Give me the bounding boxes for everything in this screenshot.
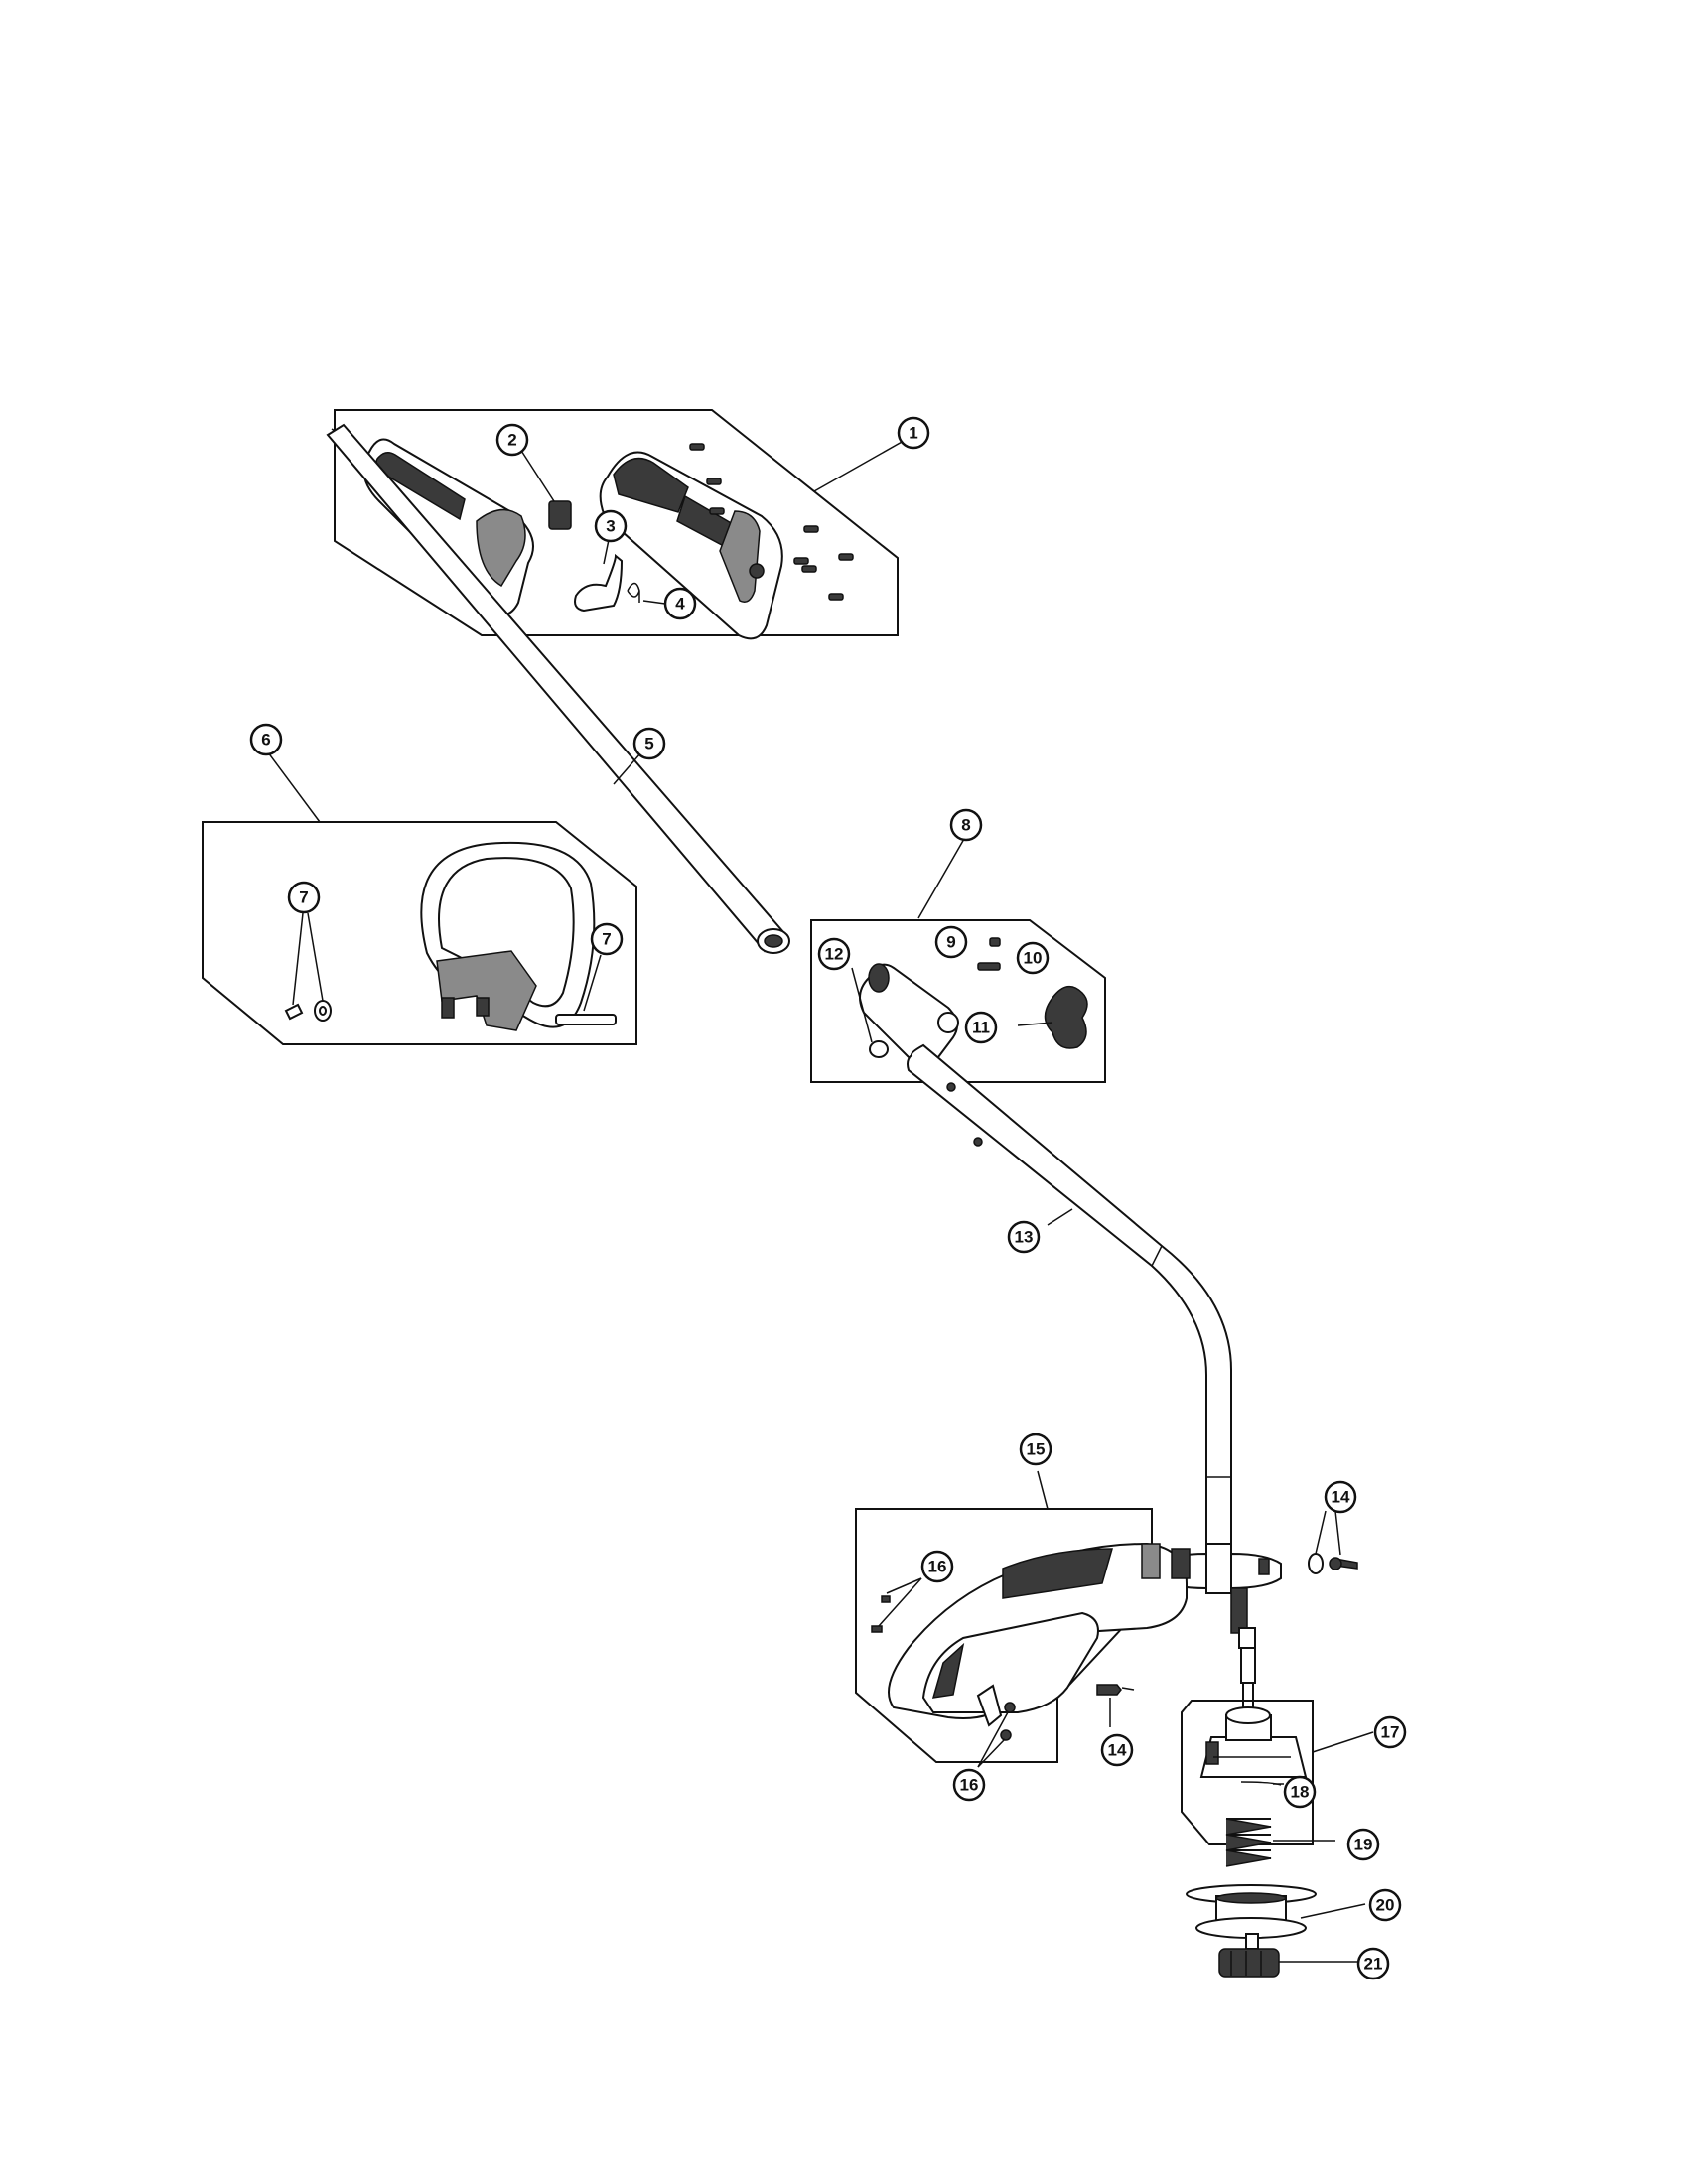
svg-text:18: 18 xyxy=(1291,1783,1310,1802)
callout-c14a: 14 xyxy=(1324,1480,1357,1514)
svg-text:7: 7 xyxy=(299,888,308,907)
svg-text:17: 17 xyxy=(1381,1723,1400,1742)
callout-c1: 1 xyxy=(897,416,930,450)
svg-text:7: 7 xyxy=(602,930,611,949)
svg-text:20: 20 xyxy=(1376,1896,1395,1915)
callout-c9: 9 xyxy=(934,925,968,959)
svg-text:19: 19 xyxy=(1354,1836,1373,1854)
svg-text:9: 9 xyxy=(946,933,955,952)
svg-text:21: 21 xyxy=(1364,1955,1383,1974)
callout-c12: 12 xyxy=(817,937,851,971)
svg-text:14: 14 xyxy=(1332,1488,1350,1507)
svg-text:11: 11 xyxy=(972,1019,990,1037)
callout-c7a: 7 xyxy=(287,881,321,914)
callout-c8: 8 xyxy=(949,808,983,842)
callout-c5: 5 xyxy=(632,727,666,760)
callout-c21: 21 xyxy=(1356,1947,1390,1980)
callout-c4: 4 xyxy=(663,587,697,620)
callout-c6: 6 xyxy=(249,723,283,756)
callout-c17: 17 xyxy=(1373,1715,1407,1749)
spool-housing-group xyxy=(1181,1700,1374,1845)
svg-text:16: 16 xyxy=(960,1776,979,1795)
handle-housing-group xyxy=(334,409,912,640)
svg-text:4: 4 xyxy=(675,595,685,614)
svg-text:2: 2 xyxy=(507,431,516,450)
callout-c20: 20 xyxy=(1368,1888,1402,1922)
callout-c19: 19 xyxy=(1346,1828,1380,1861)
callout-c16b: 16 xyxy=(952,1768,986,1802)
assist-handle-group xyxy=(202,751,637,1045)
svg-text:15: 15 xyxy=(1027,1440,1046,1459)
callout-c10: 10 xyxy=(1016,941,1050,975)
callout-c15: 15 xyxy=(1019,1433,1052,1466)
svg-text:13: 13 xyxy=(1015,1228,1034,1247)
callout-c11: 11 xyxy=(964,1011,998,1044)
callout-c14b: 14 xyxy=(1100,1733,1134,1767)
spool xyxy=(1186,1884,1366,1939)
callout-c7b: 7 xyxy=(590,922,624,956)
svg-text:10: 10 xyxy=(1024,949,1043,968)
callout-c16a: 16 xyxy=(920,1550,954,1583)
bump-knob xyxy=(1218,1933,1358,1978)
svg-text:6: 6 xyxy=(261,731,270,750)
callout-c18: 18 xyxy=(1283,1775,1317,1809)
callout-c2: 2 xyxy=(495,423,529,457)
svg-text:16: 16 xyxy=(928,1558,947,1576)
svg-text:8: 8 xyxy=(961,816,970,835)
guard-group xyxy=(855,1470,1191,1768)
callout-c3: 3 xyxy=(594,509,628,543)
coupler-group xyxy=(810,838,1106,1083)
upper-shaft xyxy=(326,423,790,954)
svg-text:12: 12 xyxy=(825,945,844,964)
screw-icons xyxy=(689,443,854,601)
callout-c13: 13 xyxy=(1007,1220,1041,1254)
svg-text:14: 14 xyxy=(1108,1741,1127,1760)
svg-text:1: 1 xyxy=(909,424,917,443)
clamp-fasteners xyxy=(1096,1510,1358,1727)
svg-text:3: 3 xyxy=(606,517,615,536)
svg-text:5: 5 xyxy=(644,735,653,753)
spring xyxy=(1225,1818,1335,1867)
